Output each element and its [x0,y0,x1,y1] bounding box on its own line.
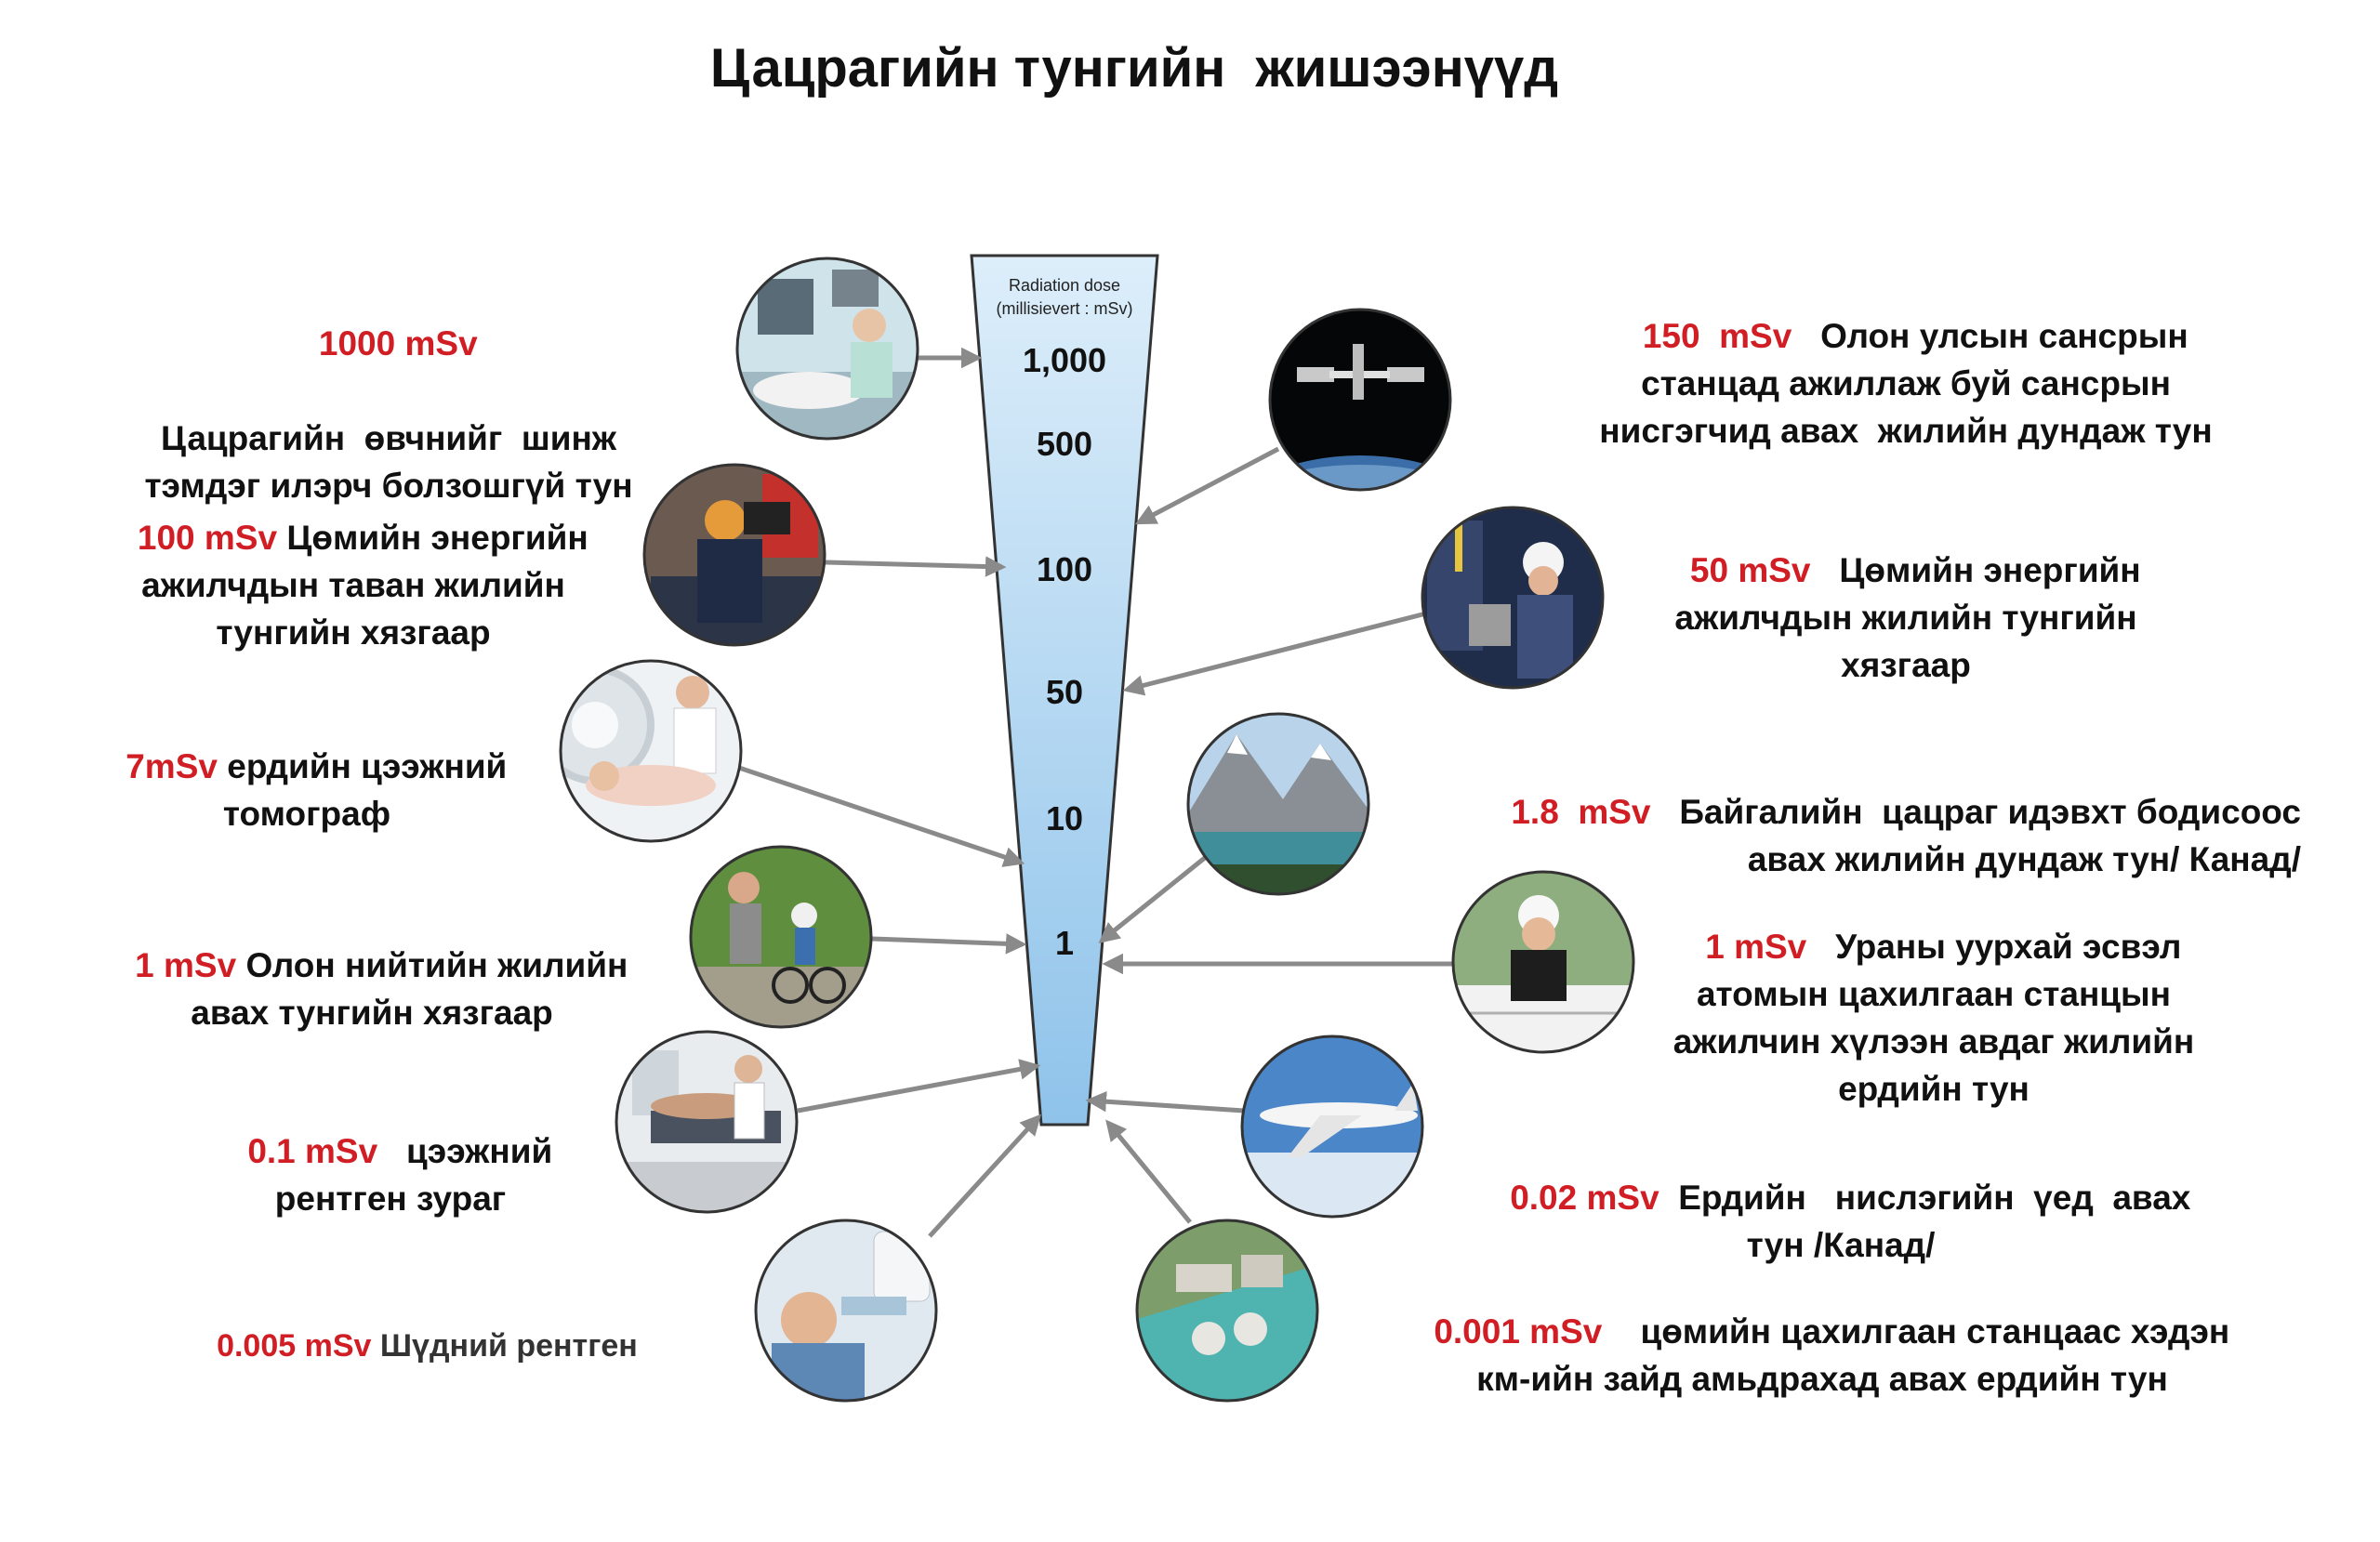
dose-value: 50 mSv [1689,551,1811,589]
dose-value: 1000 mSv [318,324,478,362]
dose-description: Ураны уурхай эсвэл атомын цахилгаан стан… [1673,928,2195,1108]
label-left-7: 7mSv ердийн цээжний томограф [93,695,521,837]
dose-scale: Radiation dose (millisievert : mSv) 1,00… [970,254,1159,1127]
label-right-150: 150 mSv Олон улсын сансрын станцад ажилл… [1562,265,2250,455]
power-plant-worker-photo [1421,506,1605,690]
label-left-0.005: 0.005 mSv Шүдний рентген [167,1275,669,1370]
dose-description: цээжний рентген зураг [274,1132,553,1218]
label-right-0.001: 0.001 mSv цөмийн цахилгаан станцаас хэдэ… [1376,1260,2268,1403]
airplane-photo [1240,1035,1424,1219]
dose-description: Олон улсын сансрын станцад ажиллаж буй с… [1599,317,2213,450]
dose-description: цөмийн цахилгаан станцаас хэдэн км-ийн з… [1476,1312,2230,1398]
scale-tick-label: 100 [1037,550,1092,588]
dose-description: Ердийн нислэгийн үед авах тун /Канад/ [1678,1179,2191,1264]
arrow-0.001 [1105,1119,1192,1224]
dose-value: 0.02 mSv [1510,1179,1659,1217]
dose-value: 0.005 mSv [217,1328,372,1364]
hospital-patient-photo [735,257,919,441]
dental-xray-photo [754,1219,938,1403]
label-left-0.1: 0.1 mSv цээжний рентген зураг [214,1080,567,1222]
dose-value: 0.1 mSv [247,1132,378,1170]
scale-heading-line1: Radiation dose [1009,276,1120,295]
scale-tick-label: 50 [1046,673,1083,711]
arrows [738,347,1455,1238]
chest-xray-photo [615,1030,799,1214]
label-left-1: 1 mSv Олон нийтийн жилийн авах тунгийн х… [93,894,651,1036]
dose-description: Цөмийн энергийн ажилчдын таван жилийн ту… [141,519,588,652]
page-title: Цацрагийн тунгийн жишээнүүд [709,38,1559,99]
dose-description: Цацрагийн өвчнийг шинж тэмдэг илэрч болз… [144,419,633,505]
arrow-0.1 [797,1059,1041,1114]
scale-heading-line2: (millisievert : mSv) [997,299,1133,318]
dose-description: Байгалийн цацраг идэвхт бодисоос авах жи… [1679,793,2301,878]
label-left-100: 100 mSv Цөмийн энергийн ажилчдын таван ж… [93,467,614,656]
arrow-7 [738,765,1025,867]
dose-value: 100 mSv [137,519,278,557]
arrow-50 [1122,611,1427,696]
scale-tick-label: 500 [1037,425,1092,463]
arrow-1.8 [1098,844,1222,943]
mountain-lake-photo [1186,712,1370,896]
arrow-100-left [825,556,1007,577]
dose-value: 7mSv [126,747,218,785]
label-right-1: 1 mSv Ураны уурхай эсвэл атомын цахилгаа… [1636,876,2231,1113]
arrow-150 [1135,446,1280,525]
arrow-0.02 [1085,1090,1245,1114]
arrow-1-left [871,933,1027,955]
label-right-50: 50 mSv Цөмийн энергийн ажилчдын жилийн т… [1627,499,2185,689]
label-right-1.8: 1.8 mSv Байгалийн цацраг идэвхт бодисоос… [1408,741,2301,883]
bicycle-family-photo [689,845,873,1029]
label-right-0.02: 0.02 mSv Ердийн нислэгийн үед авах тун /… [1450,1127,2231,1269]
scale-tick-label: 1 [1055,924,1074,962]
dose-value: 1.8 mSv [1511,793,1651,831]
scale-tick-label: 10 [1046,799,1083,837]
dose-description: Шүдний рентген [371,1328,638,1364]
dose-value: 1 mSv [1705,928,1807,966]
coastal-plant-aerial-photo [1135,1219,1319,1403]
scale-tick-label: 1,000 [1023,341,1106,379]
scale-wedge [970,254,1159,1127]
dose-value: 0.001 mSv [1434,1312,1603,1351]
engineer-woman-photo [1451,870,1635,1054]
nuclear-worker-photo [642,463,826,647]
dose-description: Олон нийтийн жилийн авах тунгийн хязгаар [191,946,628,1032]
dose-value: 1 mSv [135,946,237,984]
dose-value: 150 mSv [1642,317,1792,355]
label-left-1000: 1000 mSv Цацрагийн өвчнийг шинж тэмдэг и… [110,272,668,509]
ct-scan-photo [559,659,743,843]
dose-description: Цөмийн энергийн ажилчдын жилийн тунгийн … [1674,551,2141,684]
dose-description: ердийн цээжний томограф [222,747,508,833]
arrow-0.005 [928,1114,1042,1238]
